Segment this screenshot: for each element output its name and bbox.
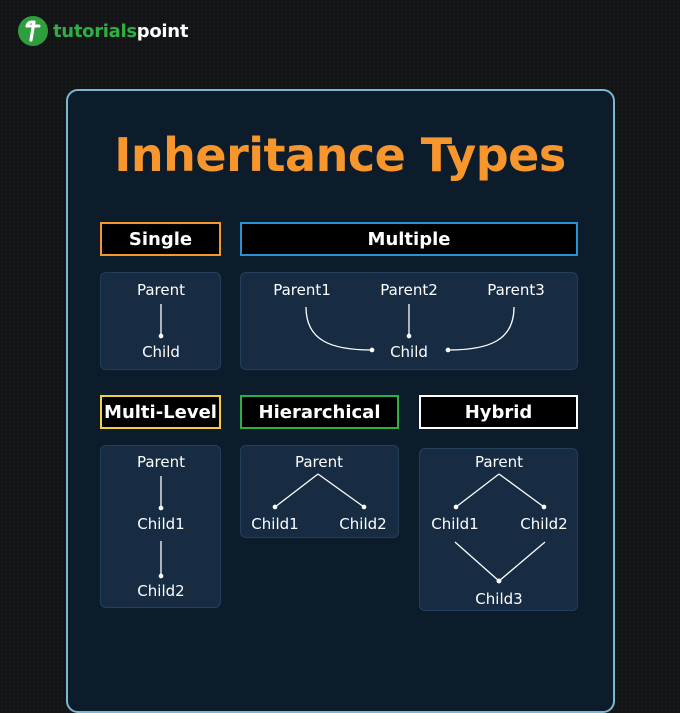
brand-part1: tutorials	[53, 20, 137, 42]
multiple-connector-left	[305, 306, 375, 353]
label-hierarchical: Hierarchical	[240, 395, 399, 429]
hybrid-child2: Child2	[520, 515, 568, 533]
page-title: Inheritance Types	[114, 128, 566, 182]
tutorialspoint-logo-icon	[18, 16, 48, 46]
connector-diagram	[158, 304, 547, 584]
label-multilevel: Multi-Level	[100, 395, 221, 429]
hybrid-connector-top-left	[453, 473, 500, 510]
brand-name: tutorialspoint	[53, 21, 188, 42]
hybrid-child3: Child3	[475, 590, 523, 608]
multilevel-child1: Child1	[137, 515, 185, 533]
hierarchical-parent: Parent	[294, 453, 344, 471]
hierarchical-connector-right	[317, 473, 367, 510]
single-parent: Parent	[136, 281, 186, 299]
label-multiple: Multiple	[240, 222, 578, 256]
card-multilevel	[100, 445, 221, 608]
multilevel-parent: Parent	[136, 453, 186, 471]
label-single: Single	[100, 222, 221, 256]
single-child: Child	[142, 343, 180, 361]
hybrid-connector-top-right	[498, 473, 547, 510]
hierarchical-child1: Child1	[251, 515, 299, 533]
multiple-connector-right	[445, 306, 515, 353]
hierarchical-child2: Child2	[339, 515, 387, 533]
multiple-parent2: Parent2	[380, 281, 438, 299]
hybrid-child1: Child1	[431, 515, 479, 533]
label-hybrid: Hybrid	[419, 395, 578, 429]
hierarchical-connector-left	[272, 473, 319, 510]
hybrid-connector-bottom-right	[496, 541, 546, 584]
multilevel-child2: Child2	[137, 582, 185, 600]
multiple-parent1: Parent1	[273, 281, 331, 299]
hybrid-connector-bottom-left	[454, 541, 502, 584]
hybrid-parent: Parent	[474, 453, 524, 471]
multiple-child: Child	[390, 343, 428, 361]
brand-part2: point	[136, 20, 189, 42]
multiple-parent3: Parent3	[487, 281, 545, 299]
brand-logo: tutorialspoint	[18, 14, 188, 48]
card-hierarchical	[240, 445, 399, 538]
